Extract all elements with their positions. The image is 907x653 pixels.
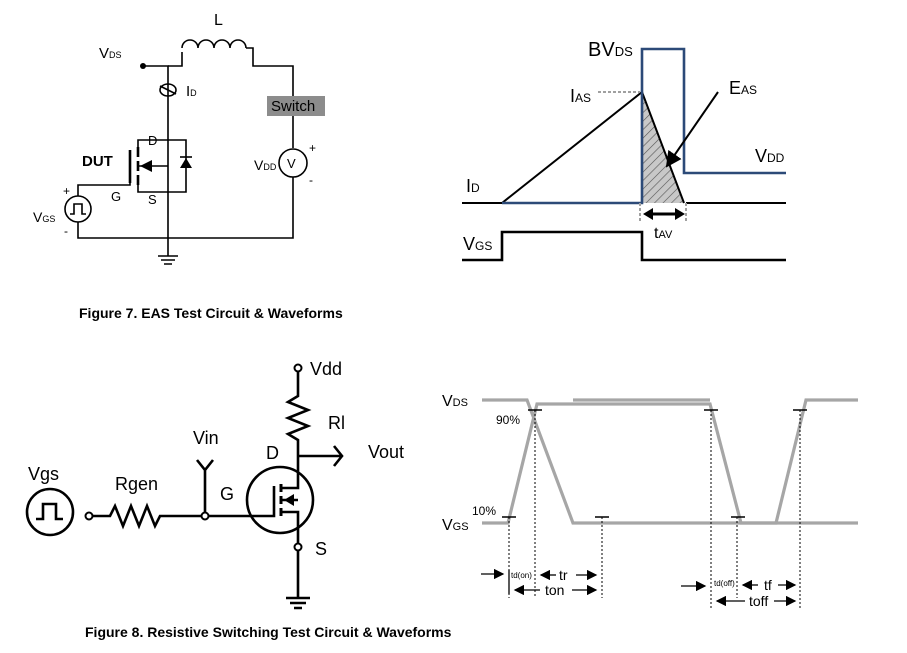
mosfet-arrow bbox=[284, 494, 294, 506]
ton-label: ton bbox=[545, 582, 564, 598]
drain-wire bbox=[143, 65, 169, 238]
vgs-label-8: Vgs bbox=[28, 464, 59, 484]
dut-d-label: D bbox=[148, 133, 157, 148]
tav-guides bbox=[639, 203, 687, 222]
rl-label: Rl bbox=[328, 413, 345, 433]
vdd-minus: - bbox=[309, 173, 313, 187]
threshold-ticks bbox=[502, 409, 807, 518]
gate-wire bbox=[77, 180, 131, 196]
figure-8-caption: Figure 8. Resistive Switching Test Circu… bbox=[85, 624, 452, 640]
dut-source-lead bbox=[137, 180, 168, 193]
rl-resistor bbox=[284, 372, 312, 456]
switching-waveforms: VDS VGS 90% 10% td(on) tr ton td(off) tf… bbox=[442, 393, 858, 610]
eas-test-circuit: VDS L ID Switch V VDD + - DUT D G bbox=[33, 12, 325, 265]
switch-label: Switch bbox=[271, 98, 315, 115]
vgs-switching-wave bbox=[482, 402, 800, 525]
tav-arrow-left bbox=[643, 208, 653, 220]
dut-body-arrow bbox=[140, 160, 152, 172]
bvds-label: BVDS bbox=[588, 39, 633, 61]
dut-g-label: G bbox=[111, 189, 121, 204]
pulse-icon-8 bbox=[36, 502, 63, 521]
vds-label: VDS bbox=[99, 45, 122, 62]
vgs-wave-label: VGS bbox=[463, 234, 492, 254]
current-probe-slash bbox=[159, 85, 177, 95]
vgs-label: VGS bbox=[33, 209, 55, 225]
vds-switching-wave-b bbox=[710, 398, 858, 525]
vds-wave-label-8: VDS bbox=[442, 393, 468, 410]
current-probe bbox=[159, 83, 177, 97]
eas-waveforms: BVDS IAS EAS VDD ID VGS tAV bbox=[462, 39, 786, 262]
id-wave-label: ID bbox=[466, 176, 480, 196]
toff-label: toff bbox=[749, 593, 768, 609]
dut-s-label: S bbox=[148, 192, 157, 207]
inductor-label: L bbox=[214, 12, 223, 29]
timing-guides bbox=[508, 410, 801, 610]
vin-label: Vin bbox=[193, 428, 219, 448]
tav-arrow-right bbox=[675, 208, 685, 220]
vgs-wave-label-8: VGS bbox=[442, 517, 469, 534]
vds-switching-wave-a bbox=[482, 398, 710, 525]
d-label-8: D bbox=[266, 443, 279, 463]
return-wire bbox=[77, 177, 294, 239]
vout-label: Vout bbox=[368, 442, 404, 462]
rgen-label: Rgen bbox=[115, 474, 158, 494]
vdd-wave-label: VDD bbox=[755, 146, 785, 166]
mosfet-gate bbox=[262, 486, 276, 518]
mosfet-circle bbox=[245, 465, 315, 535]
figure-7-caption: Figure 7. EAS Test Circuit & Waveforms bbox=[79, 305, 343, 321]
tdon-label: td(on) bbox=[511, 571, 532, 580]
vgs-waveform bbox=[462, 230, 786, 262]
vdd-meter-symbol: V bbox=[287, 156, 296, 171]
pulse-icon bbox=[70, 203, 86, 215]
dut-label: DUT bbox=[82, 153, 113, 170]
vgs-minus: - bbox=[64, 224, 68, 238]
eas-pointer bbox=[665, 91, 719, 168]
eas-label: EAS bbox=[729, 78, 757, 98]
p10-label: 10% bbox=[472, 504, 496, 518]
inductor-lead-left bbox=[168, 52, 183, 67]
ias-label: IAS bbox=[570, 86, 591, 106]
source-node bbox=[293, 542, 303, 552]
vout-probe bbox=[298, 445, 344, 467]
tr-label: tr bbox=[559, 567, 568, 583]
vgs-plus: + bbox=[63, 184, 70, 198]
body-diode bbox=[180, 158, 192, 168]
rgen-resistor bbox=[93, 502, 205, 530]
gen-node bbox=[84, 511, 94, 521]
vgs-source bbox=[64, 195, 92, 223]
switch-box bbox=[267, 96, 325, 116]
s-label-8: S bbox=[315, 539, 327, 559]
inductor-lead-right bbox=[246, 47, 294, 148]
vdd-plus: + bbox=[309, 141, 316, 155]
ground-icon bbox=[158, 238, 178, 265]
inductor-coil bbox=[181, 39, 247, 49]
vdd-label: VDD bbox=[254, 157, 277, 173]
tdoff-label: td(off) bbox=[714, 579, 735, 588]
switching-test-circuit: Vgs Rgen Vin G D Vdd Rl Vout S bbox=[25, 359, 404, 610]
vin-probe bbox=[195, 459, 215, 512]
vgs-source-8 bbox=[25, 487, 75, 537]
g-label-8: G bbox=[220, 484, 234, 504]
vdd-label-8: Vdd bbox=[310, 359, 342, 379]
tav-label: tAV bbox=[654, 225, 673, 242]
vin-node bbox=[200, 511, 210, 521]
vdd-node bbox=[293, 363, 303, 373]
id-label: ID bbox=[186, 83, 197, 100]
ground-icon-8 bbox=[286, 551, 310, 610]
p90-label: 90% bbox=[496, 413, 520, 427]
vds-waveform bbox=[502, 47, 786, 205]
tf-label: tf bbox=[764, 577, 772, 593]
